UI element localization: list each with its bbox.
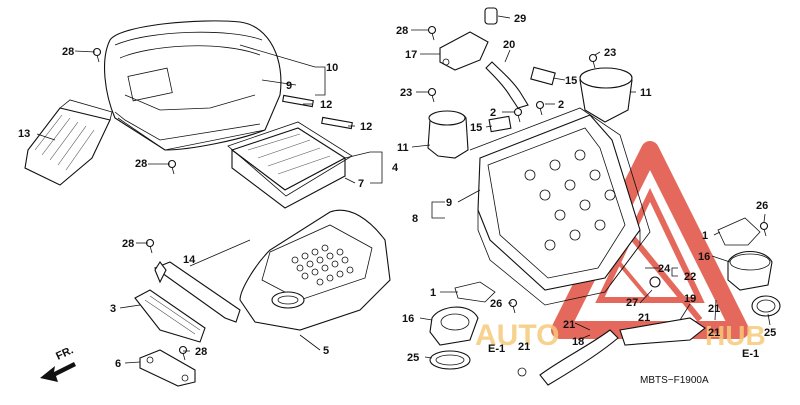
callout-25: 25: [764, 327, 776, 339]
callout-4: 4: [392, 162, 399, 174]
ref-marker-e1-right: E-1: [742, 348, 759, 360]
watermark-text-left: AUTO: [475, 319, 559, 352]
callout-18: 18: [572, 336, 584, 348]
callout-26: 26: [756, 200, 768, 212]
callout-2: 2: [490, 107, 496, 119]
callout-11: 11: [397, 142, 409, 154]
callout-20: 20: [503, 39, 515, 51]
callout-9: 9: [286, 80, 292, 92]
front-label: FR.: [54, 344, 75, 362]
bolts-right: [427, 25, 769, 314]
callout-22: 22: [684, 271, 696, 283]
callout-1: 1: [430, 287, 436, 299]
leader-lines: [36, 15, 771, 364]
watermark-text-right: HUB: [705, 320, 766, 351]
callout-12: 12: [320, 99, 332, 111]
callout-6: 6: [115, 358, 121, 370]
callout-28: 28: [135, 158, 147, 170]
callout-23: 23: [400, 87, 412, 99]
callout-21: 21: [518, 341, 530, 353]
callout-28: 28: [396, 25, 408, 37]
callout-15: 15: [565, 75, 577, 87]
callout-16: 16: [402, 313, 414, 325]
air-intake-housing: [469, 107, 651, 306]
bracket-parts: [134, 261, 241, 387]
callout-21: 21: [638, 312, 650, 324]
air-cleaner-case: [239, 209, 391, 331]
callout-21: 21: [563, 319, 575, 331]
ref-marker-e1-left: E-1: [488, 343, 505, 355]
lower-right-parts: [429, 217, 781, 386]
upper-right-parts: [427, 7, 633, 159]
air-cleaner-cover: [104, 20, 282, 151]
callout-28: 28: [122, 238, 134, 250]
callout-15: 15: [470, 122, 482, 134]
callout-3: 3: [110, 303, 116, 315]
callout-19: 19: [684, 293, 696, 305]
callout-8: 8: [412, 213, 418, 225]
callout-14: 14: [183, 254, 196, 266]
callout-2: 2: [558, 99, 564, 111]
callout-28: 28: [195, 346, 207, 358]
callout-11: 11: [640, 87, 652, 99]
callout-24: 24: [658, 263, 671, 275]
callout-5: 5: [323, 345, 329, 357]
callout-28: 28: [62, 46, 74, 58]
callout-21: 21: [708, 327, 720, 339]
callout-12: 12: [360, 121, 372, 133]
callout-23: 23: [604, 47, 616, 59]
callout-10: 10: [326, 62, 338, 74]
callout-27: 27: [626, 297, 638, 309]
front-arrow-icon: [40, 362, 76, 382]
callout-21: 21: [708, 303, 720, 315]
callout-17: 17: [405, 49, 417, 61]
callout-1: 1: [702, 230, 708, 242]
callout-13: 13: [18, 128, 30, 140]
diagram-code: MBTS−F1900A: [640, 375, 709, 386]
air-funnel: [24, 99, 113, 186]
callout-7: 7: [358, 178, 364, 190]
callout-16: 16: [698, 251, 710, 263]
callout-labels: 28 10 9 13 12 12 28 4 7 28 14 3 5 6 28 2…: [18, 13, 776, 370]
callout-25: 25: [407, 352, 419, 364]
callout-29: 29: [514, 13, 526, 25]
callout-9: 9: [446, 197, 452, 209]
callout-26: 26: [490, 298, 502, 310]
